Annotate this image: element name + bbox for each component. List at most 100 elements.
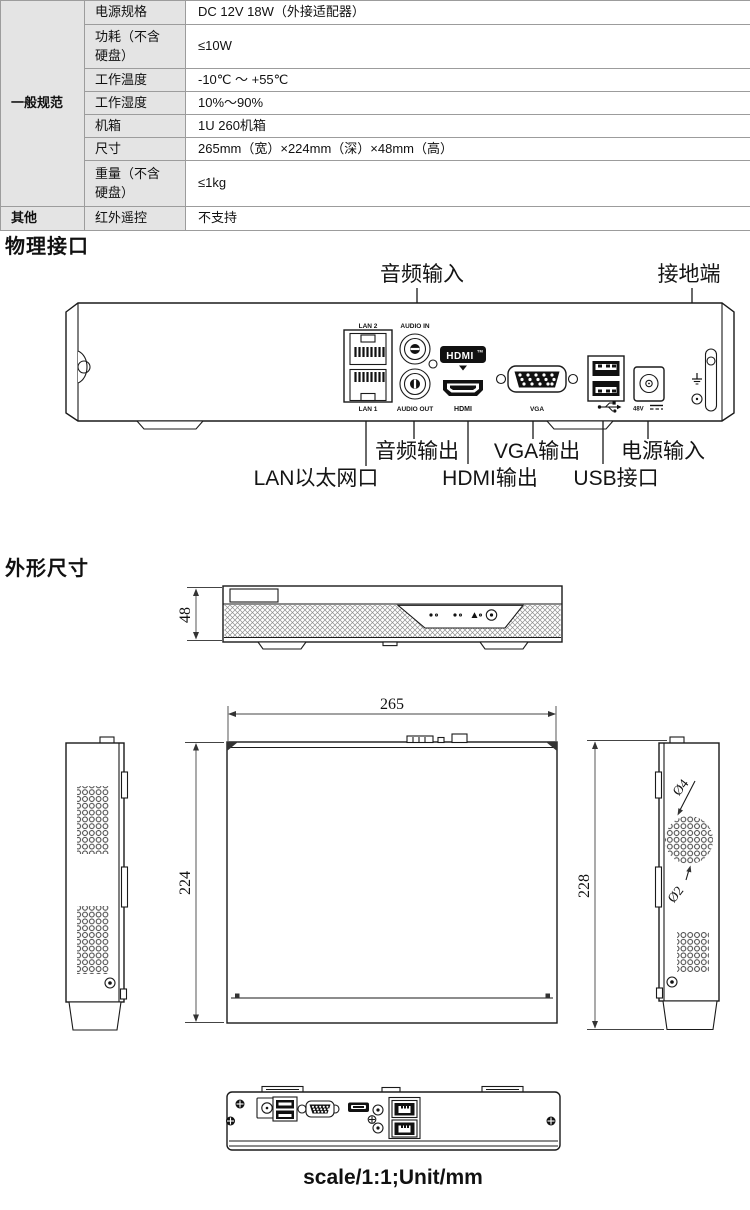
ir-sensor	[485, 609, 498, 621]
case-screw	[666, 976, 678, 988]
callout-usb: USB接口	[573, 467, 658, 490]
height-dimension: 48	[177, 587, 222, 641]
ground-symbol-icon	[692, 373, 702, 385]
dim-228: 228	[576, 874, 593, 898]
width-dimension: 265	[227, 696, 557, 741]
lan2-label: LAN 2	[359, 323, 378, 330]
arrow-down-icon	[459, 365, 467, 371]
foot	[662, 1000, 718, 1031]
usb-icon	[597, 401, 622, 413]
foot	[135, 420, 205, 430]
case-screw	[104, 977, 116, 989]
rj45-latch	[360, 392, 376, 402]
power-voltage-label: 48V	[633, 407, 644, 413]
rj45-pins	[354, 347, 385, 357]
panel-screw	[235, 1099, 245, 1109]
rj45-latch	[360, 334, 376, 343]
lan-ports: LAN 2 LAN 1	[343, 323, 393, 413]
spec-row-value: -10℃ ～ +55℃	[185, 68, 750, 92]
callout-hdmi-out: HDMI输出	[442, 467, 538, 490]
spec-row-label: 尺寸	[84, 137, 186, 161]
audio-in-jack	[403, 337, 427, 361]
mount-ear-left	[77, 350, 88, 384]
callout-power-in: 电源输入	[621, 440, 705, 463]
spec-row-value: 不支持	[185, 206, 750, 231]
rj45-ports-small	[388, 1096, 421, 1140]
panel-screw	[367, 1115, 377, 1124]
audio-in-label: AUDIO IN	[400, 323, 430, 330]
callout-lan: LAN以太网口	[254, 467, 379, 490]
spec-row-label: 工作温度	[84, 68, 186, 92]
spec-row-label: 工作湿度	[84, 91, 186, 115]
panel-screw	[226, 1116, 235, 1126]
dc-symbol-icon	[650, 404, 663, 410]
vga-port: VGA	[495, 365, 579, 413]
spec-row-label: 红外遥控	[84, 206, 186, 231]
rear-callouts-bottom: 音频输出 VGA输出 电源输入 LAN以太网口 HDMI输出 USB接口	[254, 421, 705, 490]
brand-logo-box	[229, 588, 279, 603]
usb-ports	[587, 355, 625, 413]
vent-holes	[77, 786, 109, 854]
speaker-hole-cluster	[665, 816, 713, 864]
callout-audio-in: 音频输入	[380, 263, 464, 286]
spec-row-label: 电源规格	[84, 0, 186, 25]
dimensions-heading: 外形尺寸	[5, 558, 89, 580]
callout-vga-out: VGA输出	[494, 440, 580, 463]
panel-screw	[546, 1116, 556, 1126]
vent-holes	[677, 932, 709, 972]
spec-row-label: 功耗（不含硬盘）	[84, 24, 186, 69]
rj45-pins	[354, 372, 385, 382]
hdmi-badge-text: HDMI	[446, 351, 474, 362]
usb-ports-small	[272, 1096, 298, 1122]
rca-jacks-small	[372, 1104, 384, 1134]
rear-panel-figure: 音频输入 接地端 LAN 2	[65, 263, 735, 490]
audio-jacks: AUDIO IN AUDIO OUT	[397, 323, 438, 413]
mount-ear-right	[704, 348, 718, 412]
hdmi-logo-badge	[440, 346, 486, 363]
callout-audio-out: 音频输出	[375, 440, 459, 463]
vent-holes	[77, 906, 109, 974]
foot	[256, 641, 308, 650]
hdmi-tm-text: TM	[477, 349, 483, 354]
hdmi-port-small	[348, 1102, 369, 1112]
spec-row-value: 1U 260机箱	[185, 114, 750, 138]
spec-group-other: 其他	[0, 206, 85, 231]
front-led-recess	[396, 604, 525, 629]
left-side-view	[65, 736, 129, 1031]
dim-265: 265	[380, 696, 404, 713]
audio-out-label: AUDIO OUT	[397, 406, 434, 413]
lan1-label: LAN 1	[359, 406, 378, 413]
rear-callouts-top: 音频输入 接地端	[380, 263, 721, 372]
spec-group-general: 一般规范	[0, 0, 85, 207]
physical-interface-heading: 物理接口	[5, 236, 89, 258]
spec-row-label: 重量（不含硬盘）	[84, 160, 186, 207]
spec-row-value: ≤10W	[185, 24, 750, 69]
foot	[68, 1001, 122, 1031]
spec-row-value: DC 12V 18W（外接适配器）	[185, 0, 750, 25]
spec-row-label: 机箱	[84, 114, 186, 138]
dim-48: 48	[177, 607, 194, 623]
bottom-rear-view	[226, 1085, 561, 1151]
power-jack: 48V	[633, 366, 665, 413]
scale-caption: scale/1:1;Unit/mm	[303, 1166, 483, 1189]
vga-thumbscrew	[495, 373, 507, 385]
depth-dimension: 224	[177, 742, 224, 1023]
foot	[478, 641, 530, 650]
rear-connector-bumps	[406, 733, 468, 744]
vga-thumbscrew	[567, 373, 579, 385]
reset-hole	[428, 359, 438, 369]
rear-chassis	[65, 302, 735, 430]
audio-out-jack	[403, 372, 427, 396]
ground-terminal	[691, 373, 703, 405]
dimension-drawing-figure: 48	[65, 585, 720, 1189]
mount-screw-hole-left	[77, 360, 91, 374]
foot	[545, 420, 615, 430]
front-view: 48	[177, 585, 563, 650]
ground-screw	[691, 393, 703, 405]
vga-port-small	[297, 1100, 340, 1118]
right-side-view: 228 Ø4 Ø2	[576, 736, 720, 1031]
dim-224: 224	[177, 871, 194, 895]
led-indicators	[429, 612, 483, 618]
hdmi-label: HDMI	[454, 406, 472, 413]
alarm-icon	[471, 612, 478, 618]
